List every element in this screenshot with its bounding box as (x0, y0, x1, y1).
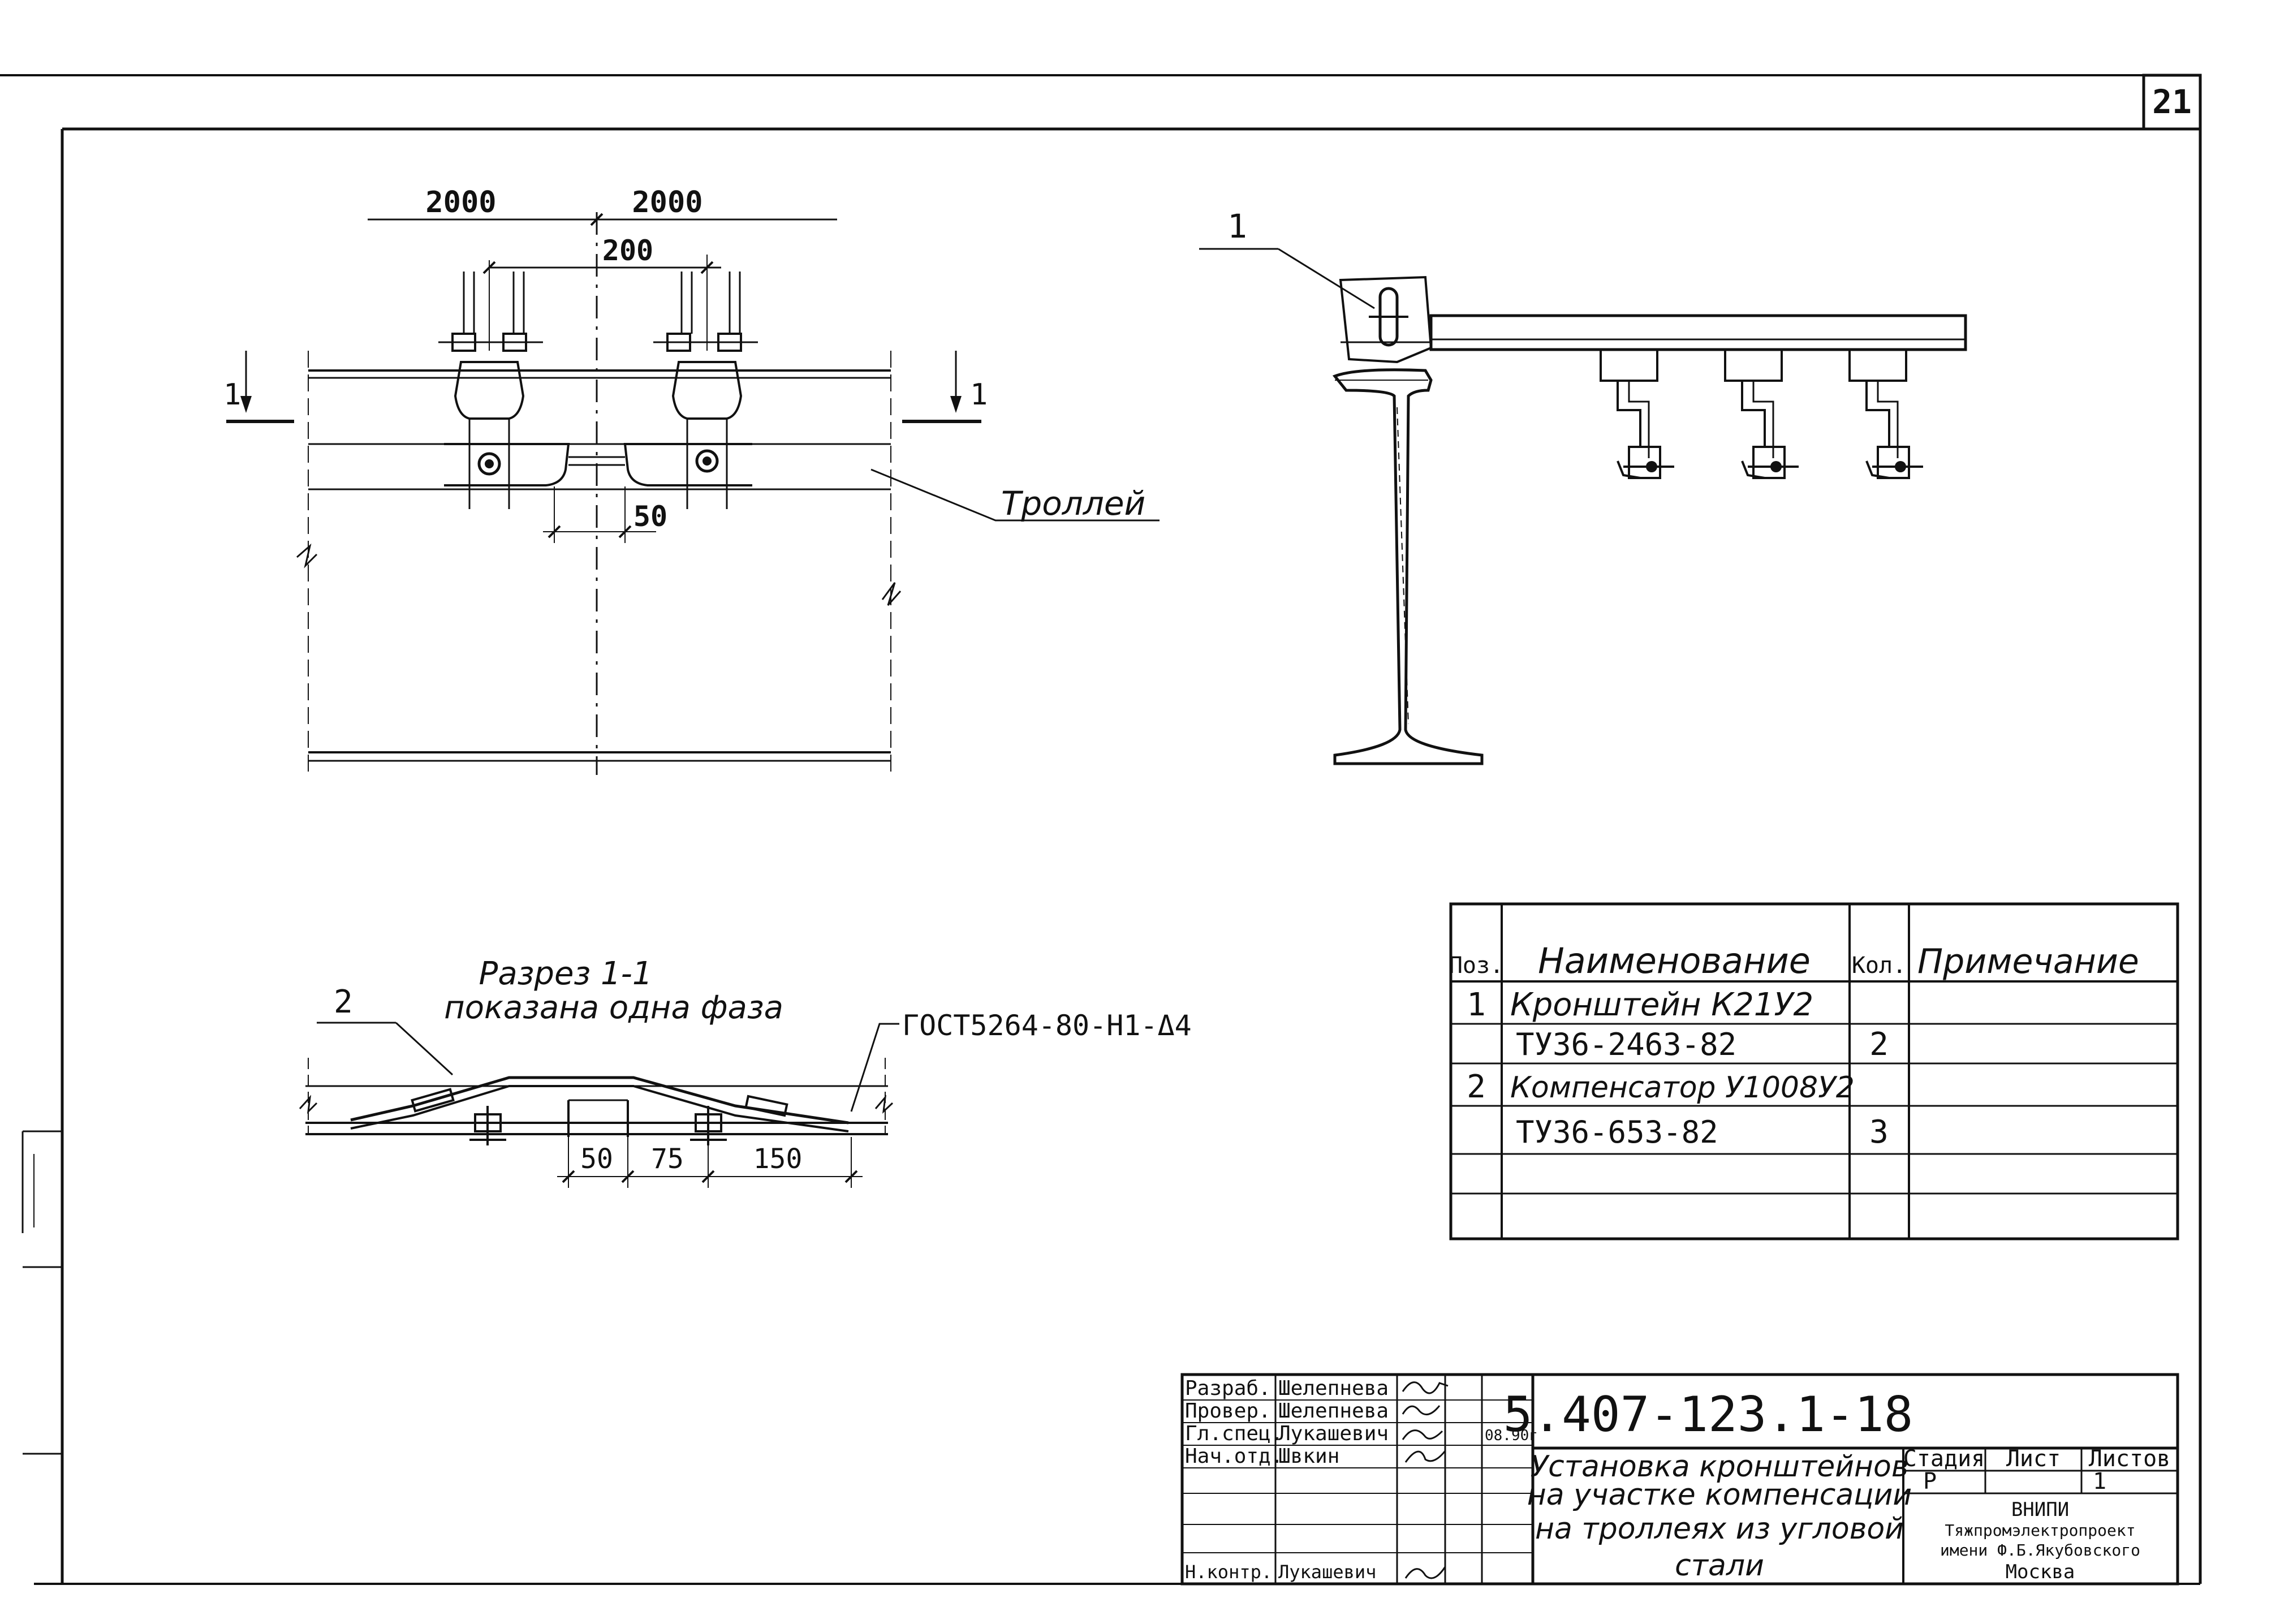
section-dim-75: 75 (651, 1143, 684, 1175)
tb-name-2: Шелепнева (1278, 1399, 1389, 1423)
spec-header-qty: Кол. (1852, 953, 1906, 979)
spec-header-note: Примечание (1917, 942, 2139, 981)
left-clamp (438, 272, 543, 509)
doc-title-line2: на участке компенсации (1527, 1478, 1912, 1512)
doc-title-line3: на троллеях из угловой (1535, 1512, 1904, 1546)
spec-row2-qty: 2 (1869, 1026, 1889, 1063)
sheet-header: Лист (2006, 1446, 2061, 1472)
weld-spec: ГОСТ5264-80-Н1-Δ4 (902, 1009, 1192, 1042)
stage-value: Р (1923, 1468, 1937, 1494)
dim-left-2000: 2000 (425, 186, 496, 219)
stage-header: Стадия (1903, 1446, 1985, 1472)
spec-row2-name: ТУ36-2463-82 (1516, 1027, 1736, 1062)
tb-name-8: Лукашевич (1278, 1561, 1376, 1583)
org-line4: Москва (2006, 1561, 2075, 1583)
side-view-callout: 1 (1227, 207, 1247, 245)
tb-role-3: Гл.спец. (1185, 1422, 1283, 1445)
spec-header-pos: Поз. (1449, 953, 1503, 979)
spec-table (1449, 902, 2179, 1240)
spec-header-name: Наименование (1538, 940, 1811, 981)
spec-row3-name: Компенсатор У1008У2 (1510, 1071, 1855, 1105)
tb-date: 08.90г (1485, 1427, 1538, 1444)
org-line1: ВНИПИ (2011, 1498, 2069, 1521)
section-title-line2: показана одна фаза (444, 989, 783, 1026)
sheet-value: 1 (2093, 1468, 2106, 1494)
doc-title-line4: стали (1675, 1549, 1764, 1583)
section-bolt-left (469, 1106, 506, 1145)
hanger-3 (1848, 348, 1923, 479)
sheets-header: Листов (2089, 1446, 2171, 1472)
dim-right-2000: 2000 (632, 186, 702, 219)
spec-row1-pos: 1 (1467, 987, 1486, 1023)
section-bolt-right (690, 1106, 727, 1145)
doc-code: 5.407-123.1-18 (1503, 1386, 1913, 1443)
section-mark-left (226, 351, 294, 423)
section-dim-50: 50 (580, 1143, 613, 1175)
spec-row3-pos: 2 (1467, 1069, 1486, 1105)
page-number: 21 (2152, 83, 2192, 121)
tb-name-1: Шелепнева (1278, 1377, 1389, 1400)
section-title-line1: Разрез 1-1 (479, 955, 653, 992)
tb-role-2: Провер. (1185, 1399, 1271, 1423)
trolley-label: Троллей (1001, 484, 1145, 523)
dim-200: 200 (602, 234, 653, 267)
section-mark-left-label: 1 (223, 378, 241, 412)
section-mark-right-label: 1 (970, 378, 988, 412)
tb-role-8: Н.контр. (1185, 1561, 1272, 1583)
side-view (1199, 248, 1967, 765)
tb-name-4: Швкин (1278, 1445, 1339, 1468)
org-line2: Тяжпромэлектропроект (1945, 1521, 2135, 1540)
section-callout: 2 (334, 984, 353, 1020)
doc-title-line1: Установка кронштейнов (1530, 1450, 1908, 1484)
spec-row1-name: Кронштейн К21У2 (1510, 987, 1813, 1023)
sheet-frame (0, 74, 2202, 1585)
tb-role-4: Нач.отд. (1185, 1445, 1283, 1468)
section-mark-right (902, 351, 981, 423)
org-line3: имени Ф.Б.Якубовского (1940, 1541, 2140, 1560)
plan-view (226, 212, 1160, 775)
tb-role-1: Разраб. (1185, 1377, 1271, 1400)
spec-row4-name: ТУ36-653-82 (1516, 1114, 1718, 1150)
section-view (299, 1022, 899, 1188)
hanger-2 (1724, 348, 1799, 479)
dim-50: 50 (633, 500, 667, 533)
title-block (1180, 1373, 2179, 1586)
right-clamp (653, 272, 758, 509)
hanger-1 (1600, 348, 1674, 479)
section-dim-150: 150 (753, 1143, 803, 1175)
spec-row4-qty: 3 (1869, 1114, 1889, 1151)
tb-name-3: Лукашевич (1278, 1422, 1389, 1445)
